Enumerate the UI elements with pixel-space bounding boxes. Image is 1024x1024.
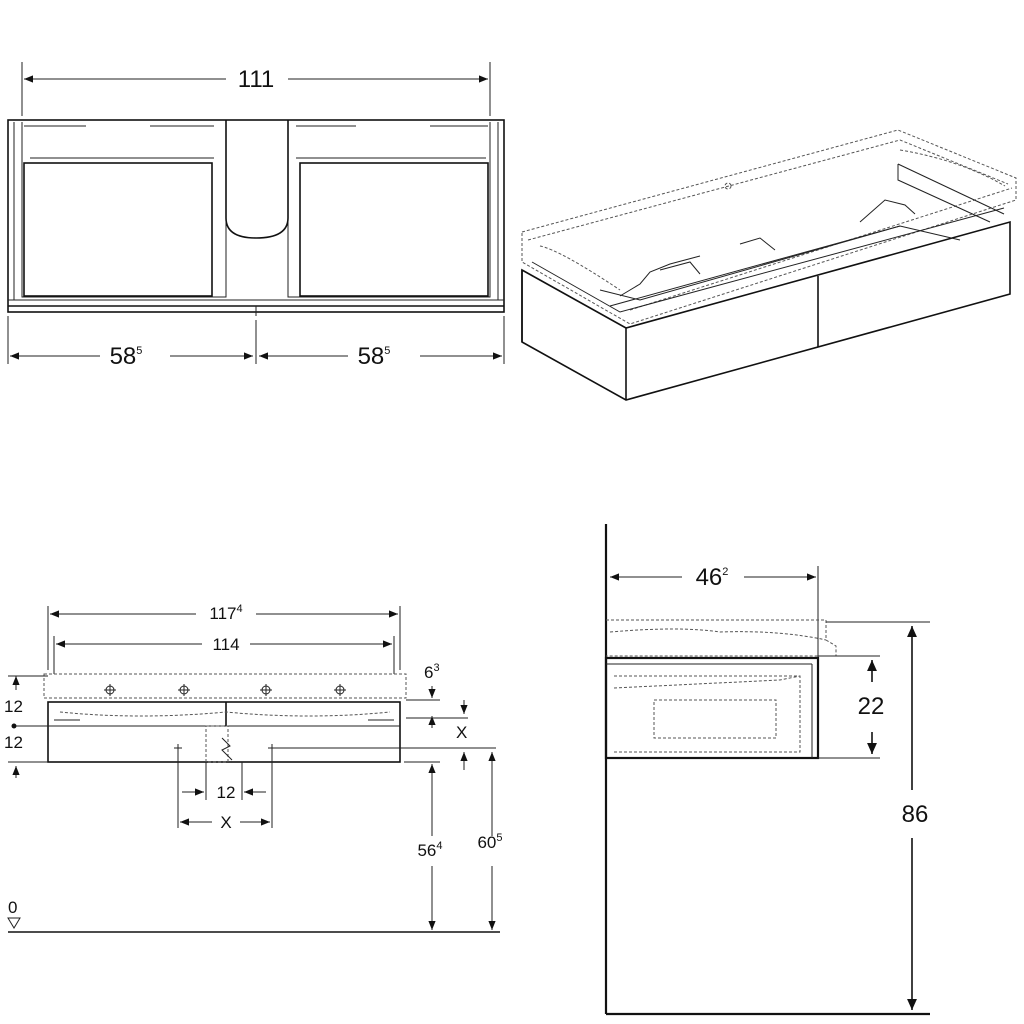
dim-side-depth: 462 [696, 564, 729, 591]
dim-height-564: 564 [417, 840, 442, 860]
top-view [7, 62, 505, 364]
dim-left-half: 585 [110, 343, 143, 370]
isometric-view [521, 129, 1017, 401]
front-elevation [7, 606, 500, 933]
dim-height-605: 605 [477, 832, 502, 852]
dim-front-inner: 114 [212, 635, 239, 654]
dim-right-x: X [456, 723, 467, 742]
dim-bottom-x: X [220, 813, 231, 832]
dim-floor-zero: 0 [8, 898, 17, 917]
dim-bottom-12: 12 [217, 783, 236, 802]
dim-top-width: 111 [238, 66, 274, 93]
dim-left-12-lower: 12 [4, 733, 23, 752]
dim-side-height: 86 [902, 801, 929, 828]
dim-side-drawer: 22 [858, 693, 885, 720]
dim-left-12-upper: 12 [4, 697, 23, 716]
dim-right-half: 585 [358, 343, 391, 370]
dim-front-gap: 63 [424, 662, 440, 682]
side-view [604, 524, 930, 1016]
dim-front-overall: 1174 [209, 603, 242, 623]
